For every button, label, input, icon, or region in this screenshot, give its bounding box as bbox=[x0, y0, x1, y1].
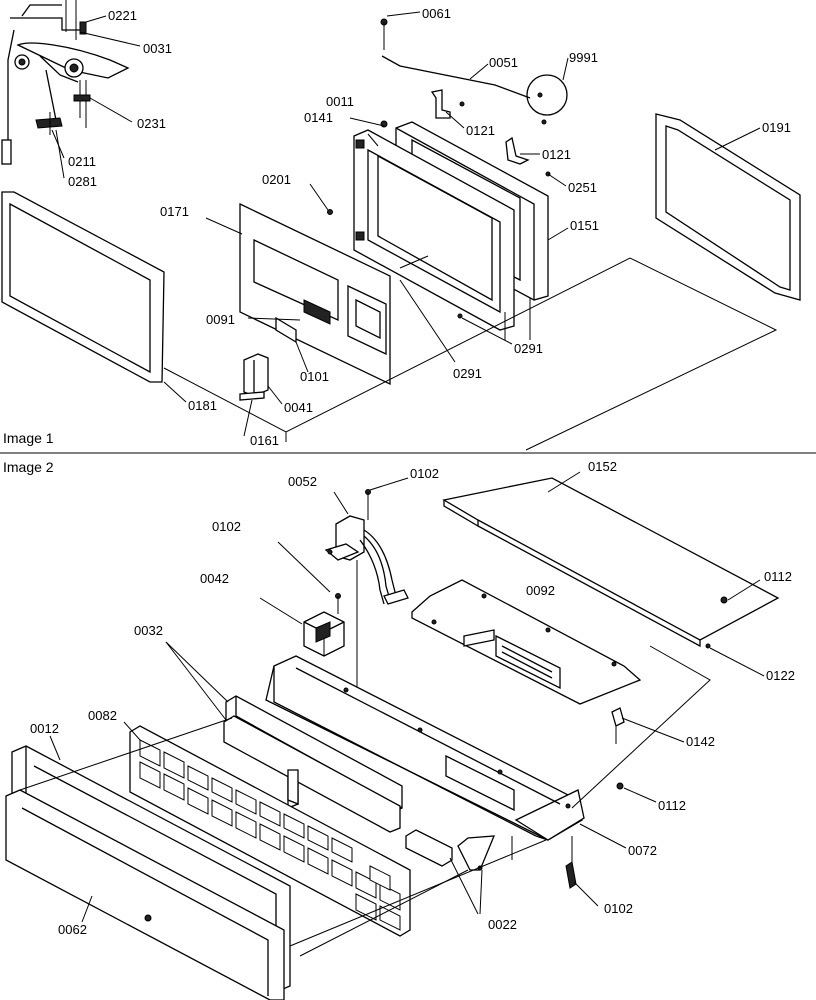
frame-0191 bbox=[655, 113, 801, 301]
callout-0251: 0251 bbox=[568, 180, 597, 195]
callout-0112-upper: 0112 bbox=[764, 569, 792, 584]
callout-0221: 0221 bbox=[108, 8, 137, 23]
callout-0101: 0101 bbox=[300, 369, 329, 384]
callout-0161: 0161 bbox=[250, 433, 279, 448]
callout-0191: 0191 bbox=[762, 120, 791, 135]
callout-0151: 0151 bbox=[570, 218, 599, 233]
frame-0181 bbox=[1, 191, 187, 403]
callout-0102-top: 0102 bbox=[410, 466, 439, 481]
callout-0092: 0092 bbox=[526, 583, 555, 598]
image-1-caption: Image 1 bbox=[3, 430, 54, 446]
callout-0012: 0012 bbox=[30, 721, 59, 736]
callout-0032: 0032 bbox=[134, 623, 163, 638]
callout-0201: 0201 bbox=[262, 172, 291, 187]
callout-0231: 0231 bbox=[137, 116, 166, 131]
control-board-0092 bbox=[411, 579, 642, 705]
callout-0061: 0061 bbox=[422, 6, 451, 21]
callout-0122: 0122 bbox=[766, 668, 795, 683]
rails-0032 bbox=[165, 641, 403, 833]
callout-0072: 0072 bbox=[628, 843, 657, 858]
callout-9991: 9991 bbox=[569, 50, 598, 65]
strips-0022 bbox=[405, 829, 513, 915]
callout-0211: 0211 bbox=[68, 154, 96, 169]
callout-0062: 0062 bbox=[58, 922, 87, 937]
callout-0042: 0042 bbox=[200, 571, 229, 586]
relay-0042 bbox=[259, 541, 345, 657]
switch-0041 bbox=[239, 353, 283, 437]
latch-mechanism bbox=[1, 0, 130, 165]
cover-plate-0152 bbox=[442, 471, 780, 648]
callout-0112-lower: 0112 bbox=[658, 798, 686, 813]
callout-0121-lower: 0121 bbox=[542, 147, 571, 162]
callout-0031: 0031 bbox=[143, 41, 172, 56]
callout-0051: 0051 bbox=[489, 55, 518, 70]
image-2: Image 2 bbox=[3, 459, 795, 1000]
callout-0102-bottom: 0102 bbox=[604, 901, 633, 916]
bracket-frame bbox=[327, 129, 567, 345]
callout-0091: 0091 bbox=[206, 312, 235, 327]
callout-0052: 0052 bbox=[288, 474, 317, 489]
callout-0291-right: 0291 bbox=[514, 341, 543, 356]
callout-0141: 0141 bbox=[304, 110, 333, 125]
callout-0171: 0171 bbox=[160, 204, 189, 219]
callout-0121-upper: 0121 bbox=[466, 123, 495, 138]
callout-0041: 0041 bbox=[284, 400, 313, 415]
callout-0291-lower: 0291 bbox=[453, 366, 482, 381]
detail-circle bbox=[526, 74, 568, 116]
callout-0011: 0011 bbox=[326, 94, 354, 109]
image-2-caption: Image 2 bbox=[3, 459, 54, 475]
callout-0102-mid: 0102 bbox=[212, 519, 241, 534]
callout-0281: 0281 bbox=[68, 174, 97, 189]
callout-0142: 0142 bbox=[686, 734, 715, 749]
transformer-0052 bbox=[324, 477, 409, 700]
keypad-grid-0082 bbox=[123, 721, 411, 937]
panel-0171 bbox=[205, 202, 456, 386]
callout-0022: 0022 bbox=[488, 917, 517, 932]
callout-0082: 0082 bbox=[88, 708, 117, 723]
callout-0181: 0181 bbox=[188, 398, 217, 413]
image-1: 0221 0031 0231 0211 0281 0061 0051 9991 … bbox=[1, 0, 801, 451]
callout-0152: 0152 bbox=[588, 459, 617, 474]
